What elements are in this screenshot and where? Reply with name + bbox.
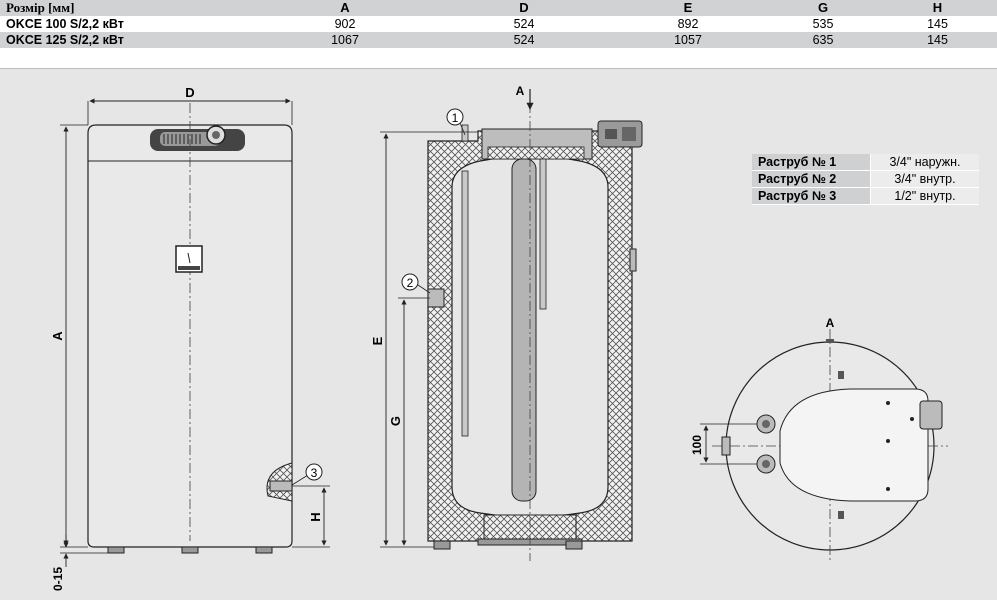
dimension-header-cell: G (768, 0, 878, 16)
outlet-2-icon (427, 288, 445, 308)
top-view-label-A: A (826, 316, 835, 330)
dimension-header-cell: A (250, 0, 440, 16)
section-arrow-label: A (516, 84, 525, 98)
model-name-cell: OKCE 125 S/2,2 кВт (0, 32, 250, 48)
dim-label-E: E (370, 336, 385, 345)
dim-label-H: H (308, 512, 323, 521)
connection-value: 3/4" наружн. (870, 154, 979, 171)
connection-label: Раструб № 1 (752, 154, 871, 171)
front-view-body (87, 124, 293, 548)
connection-label: Раструб № 2 (752, 170, 871, 188)
dimension-value-cell: 635 (768, 32, 878, 48)
dim-label-D: D (185, 85, 194, 100)
dim-label-foot: 0-15 (51, 567, 65, 591)
dimension-value-cell: 524 (440, 32, 608, 48)
dimension-value-cell: 902 (250, 16, 440, 32)
dimension-value-cell: 1057 (608, 32, 768, 48)
connection-label: Раструб № 3 (752, 187, 871, 205)
heating-element (511, 158, 537, 502)
callout-3: 3 (311, 466, 318, 480)
top-cover (779, 388, 929, 502)
callout-1: 1 (452, 111, 459, 125)
dim-label-100: 100 (690, 435, 704, 455)
dim-label-G: G (388, 416, 403, 426)
section-view: A 1 2 E G (370, 84, 643, 561)
front-view: D A 0-15 H 3 (50, 85, 330, 591)
model-name-cell: OKCE 100 S/2,2 кВт (0, 16, 250, 32)
dimension-header-cell: E (608, 0, 768, 16)
dim-label-A: A (50, 331, 65, 341)
dimension-value-cell: 145 (878, 16, 997, 32)
dimension-header-cell: H (878, 0, 997, 16)
callout-2: 2 (407, 276, 414, 290)
dimension-header-cell: D (440, 0, 608, 16)
connection-value: 1/2" внутр. (870, 187, 979, 205)
dimension-value-cell: 524 (440, 16, 608, 32)
dimension-value-cell: 145 (878, 32, 997, 48)
dimension-value-cell: 535 (768, 16, 878, 32)
dimension-value-cell: 892 (608, 16, 768, 32)
technical-drawing: D A 0-15 H 3 (0, 68, 997, 600)
drawing-svg: D A 0-15 H 3 (50, 84, 948, 591)
dimension-value-cell: 1067 (250, 32, 440, 48)
connection-value: 3/4" внутр. (870, 170, 979, 188)
dimension-header-cell: Розмір [мм] (0, 0, 250, 16)
top-view: A 100 (690, 316, 948, 561)
